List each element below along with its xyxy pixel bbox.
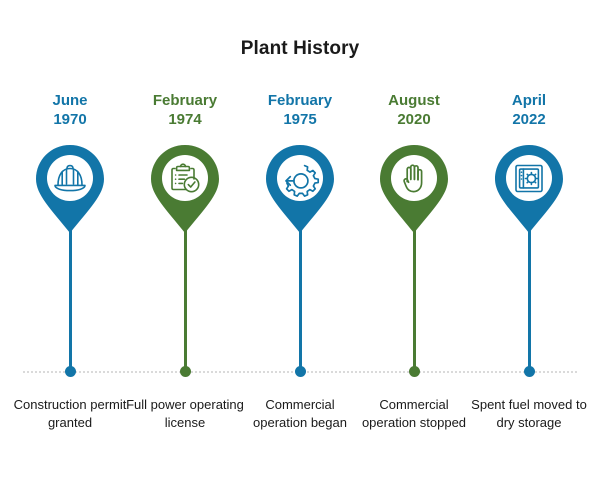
event-caption: Construction permit granted — [13, 397, 127, 430]
timeline-event-5: April 2022 — [471, 0, 587, 485]
timeline-dot — [179, 366, 191, 377]
connector-line — [183, 228, 187, 372]
timeline-dot — [294, 366, 306, 377]
map-pin-marker[interactable] — [375, 143, 453, 235]
event-caption: Commercial operation stopped — [361, 397, 467, 430]
hard-hat-icon — [54, 164, 86, 192]
connector-line — [298, 228, 302, 372]
event-month: February — [267, 92, 333, 109]
event-date: August 2020 — [357, 91, 471, 129]
map-pin-marker[interactable] — [261, 143, 339, 235]
event-month: April — [511, 92, 547, 109]
event-month: February — [152, 92, 218, 109]
timeline-event-1: June 1970 Construction permit granted — [13, 0, 127, 485]
connector-line — [412, 228, 416, 372]
event-year: 1970 — [53, 111, 87, 128]
timeline-event-2: February 1974 — [126, 0, 244, 485]
stop-hand-icon — [403, 164, 423, 193]
event-date: April 2022 — [472, 91, 586, 129]
connector-line — [527, 228, 531, 372]
timeline-dot — [64, 366, 76, 377]
event-caption: Spent fuel moved to dry storage — [471, 397, 587, 430]
map-pin-marker[interactable] — [490, 143, 568, 235]
event-year: 2022 — [512, 111, 546, 128]
safe-vault-icon — [515, 164, 543, 193]
event-caption: Commercial operation began — [253, 397, 347, 430]
event-year: 1974 — [168, 111, 202, 128]
event-year: 2020 — [397, 111, 431, 128]
timeline-event-4: August 2020 Commercial operation stopped — [357, 0, 471, 485]
connector-line — [68, 228, 72, 372]
event-year: 1975 — [283, 111, 317, 128]
map-pin-marker[interactable] — [31, 143, 109, 235]
clipboard-check-icon — [171, 163, 200, 193]
event-month: June — [52, 92, 88, 109]
event-date: February 1975 — [243, 91, 357, 129]
timeline-dot — [523, 366, 535, 377]
map-pin-marker[interactable] — [146, 143, 224, 235]
event-caption: Full power operating license — [126, 397, 244, 430]
page-title: Plant History — [240, 38, 360, 59]
gear-arrow-icon — [285, 164, 320, 197]
event-month: August — [388, 92, 440, 109]
timeline-dot — [408, 366, 420, 377]
timeline-event-3: February 1975 Commercial operation began — [243, 0, 357, 485]
event-date: June 1970 — [13, 91, 127, 129]
event-date: February 1974 — [128, 91, 242, 129]
